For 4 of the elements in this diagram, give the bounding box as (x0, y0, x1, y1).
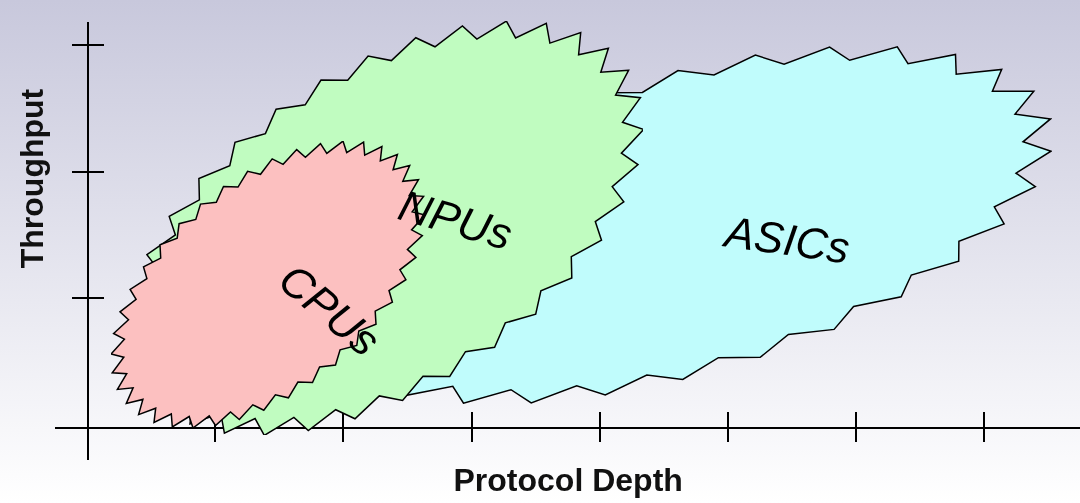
region-label: NPUs (393, 180, 518, 260)
x-axis-title: Protocol Depth (453, 461, 683, 499)
y-axis-title: Throughput (13, 88, 51, 268)
region-label: ASICs (722, 206, 853, 274)
